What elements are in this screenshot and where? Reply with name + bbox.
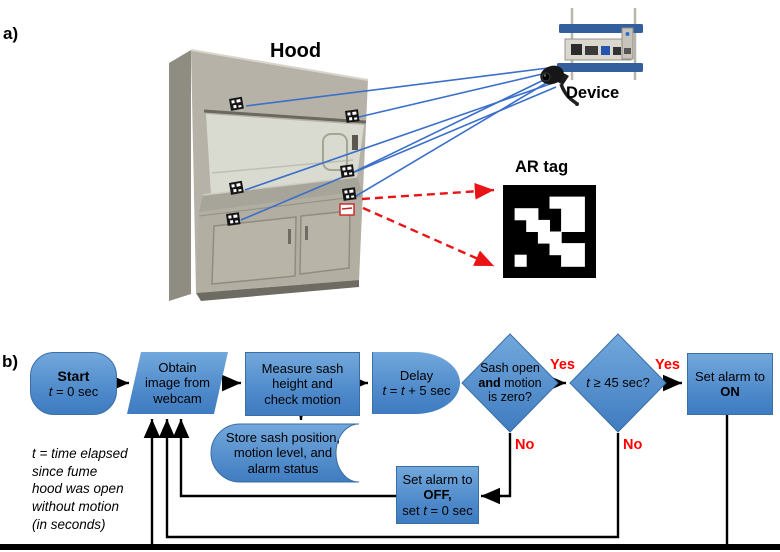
sash-glass — [206, 114, 364, 195]
ar-tag-marker — [226, 212, 241, 226]
ar-tag-marker — [229, 96, 244, 111]
device-label: Device — [566, 84, 620, 102]
warning-sticker — [339, 203, 355, 216]
measure-node: Measure sash height and check motion — [245, 352, 360, 416]
store-data-node: Store sash position, motion level, and a… — [210, 423, 366, 483]
bottom-return-line — [0, 544, 780, 550]
obtain-image-node: Obtain image from webcam — [127, 352, 228, 414]
t-variable: t — [48, 384, 53, 400]
ar-tag-marker — [342, 187, 357, 201]
delay-node: Delay t = t + 5 sec — [372, 352, 460, 414]
ar-tag-icon — [503, 185, 596, 278]
hood-label: Hood — [270, 40, 322, 62]
ar-tag-label: AR tag — [515, 158, 569, 176]
cabinet-door — [299, 210, 351, 275]
flow-connectors — [0, 374, 780, 550]
ar-tag-marker — [345, 109, 360, 123]
sbc-board-icon — [564, 27, 634, 61]
camera-sightlines — [240, 66, 557, 221]
hood-device-illustration — [169, 8, 643, 301]
alarm-on-node: Set alarm to ON — [687, 353, 773, 415]
branch-label-yes-1: Yes — [550, 357, 575, 373]
start-node-title: Start — [57, 367, 90, 384]
branch-label-yes-2: Yes — [655, 357, 680, 373]
cabinet-door — [211, 216, 297, 285]
panel-b-label: b) — [2, 352, 19, 371]
decision-sash-motion: Sash open and motion is zero? — [461, 333, 559, 433]
note-text: t = time elapsed since fume hood was ope… — [32, 446, 128, 532]
panel-a-label: a) — [3, 24, 19, 43]
webcam-icon — [540, 65, 579, 106]
pointer-dashed-lines — [361, 182, 495, 268]
device-illustration — [540, 8, 643, 106]
start-node: Start t = 0 sec — [30, 352, 117, 415]
ar-tag-marker — [340, 164, 355, 178]
decision-time: t ≥ 45 sec? — [569, 333, 667, 433]
alarm-off-node: Set alarm to OFF, set t = 0 sec — [396, 466, 479, 524]
fume-hood-body — [169, 49, 369, 301]
branch-label-no-1: No — [515, 437, 535, 453]
ar-tag-marker — [229, 180, 244, 195]
mounting-rails — [557, 8, 643, 80]
branch-label-no-2: No — [623, 437, 643, 453]
